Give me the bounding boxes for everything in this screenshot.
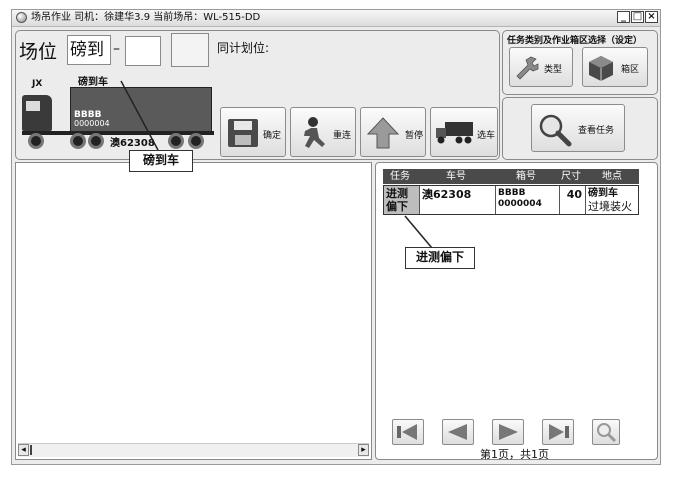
yard-position-input[interactable]: 磅到 [67,35,111,65]
app-icon [16,12,27,23]
wheel [70,133,86,149]
yard-dash: – [113,41,120,57]
rehoist-label: 重连 [333,131,352,141]
task-callout: 进测偏下 [405,247,475,269]
scroll-left-button[interactable]: ◂ [18,444,29,456]
task-list-panel: 任务 车号 箱号 尺寸 地点 进测偏下 澳62308 BBBB 0000004 … [375,162,658,461]
search-icon [597,423,617,443]
wheel [88,133,104,149]
place-line1: 磅到车 [588,188,618,199]
confirm-label: 确定 [263,131,282,141]
place-cell: 磅到车 过境装火 [586,186,638,214]
truck-icon [436,122,473,144]
search-page-button[interactable] [592,419,620,445]
prev-page-button[interactable] [442,419,474,445]
running-person-icon [304,117,325,148]
wheel [28,133,44,149]
app-window: 场吊作业 司机：徐建华3.9 当前场吊：WL-515-DD _ □ × 场位 磅… [11,9,661,465]
horizontal-scrollbar[interactable]: ◂ ▸ [18,443,369,457]
type-label: 类型 [544,65,563,75]
type-button[interactable]: 类型 [509,47,573,87]
wheel [188,133,204,149]
truck-caption: 磅到车 [78,77,108,88]
select-truck-button[interactable]: 选车 [430,107,498,157]
area-button[interactable]: 箱区 [582,47,648,87]
size-cell: 40 [560,186,586,214]
scroll-right-button[interactable]: ▸ [358,444,369,456]
floppy-disk-icon [228,119,258,147]
first-page-icon [397,424,417,440]
same-plan-label: 同计划位: [217,41,270,55]
title-bar: 场吊作业 司机：徐建华3.9 当前场吊：WL-515-DD _ □ × [12,10,660,27]
last-page-icon [549,424,569,440]
operation-panel: 场位 磅到 – 同计划位: JX 磅到车 BBBB 0000004 澳62308 [15,30,500,160]
box-no-line1: BBBB [498,188,526,198]
table-row[interactable]: 进测偏下 澳62308 BBBB 0000004 40 磅到车 过境装火 [383,185,639,215]
minimize-button[interactable]: _ [617,11,630,23]
chassis [22,131,214,135]
scroll-thumb[interactable] [30,445,32,455]
next-page-button[interactable] [492,419,524,445]
col-size: 尺寸 [561,171,581,182]
container-stack-icon [589,56,613,81]
task-value: 进测偏下 [386,187,408,213]
pause-label: 暂停 [405,131,424,141]
truck-no-cell: 澳62308 [420,186,496,214]
container: BBBB 0000004 [70,87,212,133]
row-input[interactable] [171,33,209,67]
task-table-header: 任务 车号 箱号 尺寸 地点 [383,169,639,184]
maximize-button[interactable]: □ [631,11,644,23]
first-page-button[interactable] [392,419,424,445]
task-category-group: 任务类别及作业箱区选择（设定） 类型 箱区 [502,30,658,95]
wheel [168,133,184,149]
view-tasks-panel: 查看任务 [502,97,658,160]
task-cell: 进测偏下 [384,186,420,214]
view-tasks-button[interactable]: 查看任务 [531,104,625,152]
container-number: 0000004 [74,119,110,128]
task-category-title: 任务类别及作业箱区选择（设定） [507,36,643,46]
container-code: BBBB [74,110,102,120]
truck-illustration: JX 磅到车 BBBB 0000004 澳62308 [20,73,216,151]
col-place: 地点 [602,171,622,182]
col-task: 任务 [390,171,410,182]
work-area: ◂ ▸ [15,162,372,460]
col-box-no: 箱号 [516,171,536,182]
magnifier-icon [539,114,572,147]
place-line2: 过境装火 [588,200,632,213]
wrench-icon [516,56,539,80]
plate-number: 澳62308 [110,138,155,149]
window-title: 场吊作业 司机：徐建华3.9 当前场吊：WL-515-DD [31,12,261,23]
up-arrow-icon [366,117,400,149]
close-button[interactable]: × [645,11,658,23]
pager-controls [392,419,642,445]
next-page-icon [499,424,518,440]
last-page-button[interactable] [542,419,574,445]
prev-page-icon [448,424,467,440]
page-info: 第1页，共1页 [480,448,549,461]
col-truck-no: 车号 [446,171,466,182]
view-tasks-label: 查看任务 [578,126,615,136]
yard-label: 场位 [19,41,58,63]
area-label: 箱区 [621,65,640,75]
truck-callout: 磅到车 [129,150,193,172]
box-no-line2: 0000004 [498,199,542,209]
rehoist-button[interactable]: 重连 [290,107,356,157]
bay-input[interactable] [125,36,161,66]
confirm-button[interactable]: 确定 [220,107,286,157]
truck-tag: JX [32,79,43,89]
pause-button[interactable]: 暂停 [360,107,426,157]
box-no-cell: BBBB 0000004 [496,186,560,214]
cab-window [26,101,40,111]
select-truck-label: 选车 [477,131,496,141]
